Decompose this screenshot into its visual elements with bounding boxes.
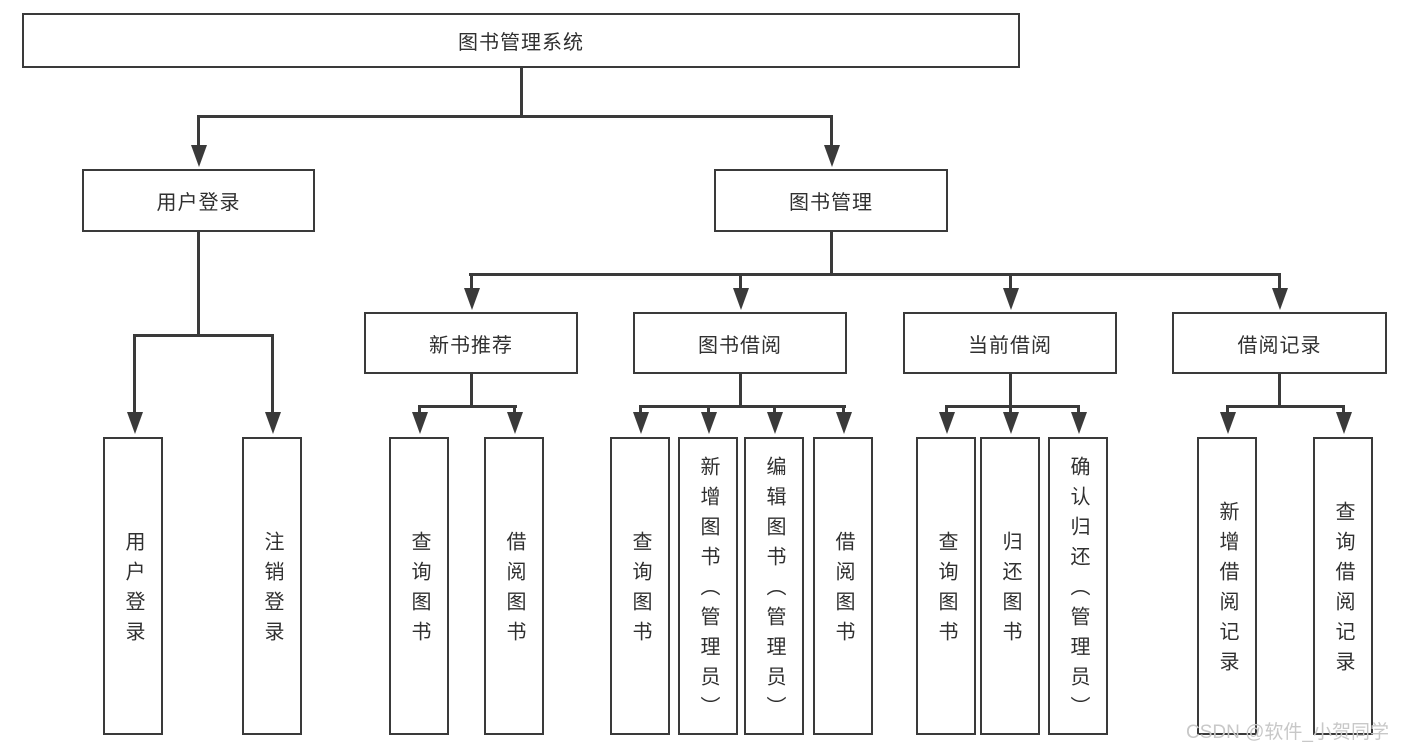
connector-bar bbox=[639, 405, 846, 408]
leaf-confirm-return-admin: 确认归还（管理员） bbox=[1048, 437, 1108, 735]
leaf-label: 注销登录 bbox=[261, 531, 283, 651]
connector-bar bbox=[418, 405, 517, 408]
node-user-login: 用户登录 bbox=[82, 169, 315, 232]
node-book-management: 图书管理 bbox=[714, 169, 948, 232]
leaf-user-login: 用户登录 bbox=[103, 437, 163, 735]
arrow-down-icon bbox=[830, 115, 833, 145]
arrow-down-icon bbox=[197, 115, 200, 145]
node-label: 图书借阅 bbox=[698, 334, 782, 357]
connector-stem bbox=[520, 68, 523, 115]
connector-stem bbox=[470, 374, 473, 405]
leaf-label: 借阅图书 bbox=[503, 531, 525, 651]
leaf-label: 确认归还（管理员） bbox=[1067, 456, 1089, 726]
arrow-down-icon bbox=[707, 405, 710, 412]
leaf-label: 查询借阅记录 bbox=[1332, 501, 1354, 681]
leaf-label: 查询图书 bbox=[935, 531, 957, 651]
leaf-query-borrow-record: 查询借阅记录 bbox=[1313, 437, 1373, 735]
leaf-label: 归还图书 bbox=[999, 531, 1021, 651]
arrow-down-icon bbox=[513, 405, 516, 412]
arrow-down-icon bbox=[1278, 273, 1281, 288]
arrow-down-icon bbox=[739, 273, 742, 288]
connector-bar bbox=[469, 273, 1281, 276]
arrow-down-icon bbox=[1342, 405, 1345, 412]
arrow-down-icon bbox=[133, 334, 136, 412]
leaf-add-borrow-record: 新增借阅记录 bbox=[1197, 437, 1257, 735]
connector-bar bbox=[1226, 405, 1345, 408]
leaf-logout: 注销登录 bbox=[242, 437, 302, 735]
node-label: 图书管理系统 bbox=[458, 32, 584, 54]
leaf-label: 查询图书 bbox=[408, 531, 430, 651]
csdn-watermark: CSDN @软件_小贺同学 bbox=[1186, 722, 1389, 743]
node-label: 当前借阅 bbox=[968, 334, 1052, 357]
arrow-down-icon bbox=[470, 273, 473, 288]
leaf-label: 新增图书（管理员） bbox=[697, 456, 719, 726]
leaf-label: 编辑图书（管理员） bbox=[763, 456, 785, 726]
node-label: 图书管理 bbox=[789, 192, 873, 214]
connector-stem bbox=[197, 232, 200, 334]
arrow-down-icon bbox=[271, 334, 274, 412]
leaf-label: 查询图书 bbox=[629, 531, 651, 651]
connector-stem bbox=[1278, 374, 1281, 405]
leaf-label: 新增借阅记录 bbox=[1216, 501, 1238, 681]
leaf-borrow-books: 借阅图书 bbox=[813, 437, 873, 735]
arrow-down-icon bbox=[945, 405, 948, 412]
node-label: 用户登录 bbox=[156, 192, 241, 214]
arrow-down-icon bbox=[418, 405, 421, 412]
connector-bar bbox=[197, 115, 833, 118]
arrow-down-icon bbox=[1226, 405, 1229, 412]
node-book-borrow: 图书借阅 bbox=[633, 312, 847, 374]
arrow-down-icon bbox=[1009, 273, 1012, 288]
arrow-down-icon bbox=[1009, 405, 1012, 412]
arrow-down-icon bbox=[639, 405, 642, 412]
connector-stem bbox=[830, 232, 833, 273]
connector-bar bbox=[133, 334, 274, 337]
node-current-borrow: 当前借阅 bbox=[903, 312, 1117, 374]
arrow-down-icon bbox=[842, 405, 845, 412]
connector-stem bbox=[1009, 374, 1012, 405]
arrow-down-icon bbox=[773, 405, 776, 412]
node-new-book-recommend: 新书推荐 bbox=[364, 312, 578, 374]
leaf-current-query-books: 查询图书 bbox=[916, 437, 976, 735]
leaf-add-books-admin: 新增图书（管理员） bbox=[678, 437, 738, 735]
leaf-return-books: 归还图书 bbox=[980, 437, 1040, 735]
leaf-borrow-query-books: 查询图书 bbox=[610, 437, 670, 735]
connector-bar bbox=[945, 405, 1080, 408]
leaf-recommend-borrow-books: 借阅图书 bbox=[484, 437, 544, 735]
leaf-recommend-query-books: 查询图书 bbox=[389, 437, 449, 735]
leaf-label: 借阅图书 bbox=[832, 531, 854, 651]
leaf-edit-books-admin: 编辑图书（管理员） bbox=[744, 437, 804, 735]
leaf-label: 用户登录 bbox=[122, 531, 144, 651]
node-library-management-system: 图书管理系统 bbox=[22, 13, 1020, 68]
connector-stem bbox=[739, 374, 742, 405]
node-label: 借阅记录 bbox=[1237, 334, 1322, 357]
node-label: 新书推荐 bbox=[429, 334, 513, 357]
node-borrow-records: 借阅记录 bbox=[1172, 312, 1387, 374]
arrow-down-icon bbox=[1077, 405, 1080, 412]
